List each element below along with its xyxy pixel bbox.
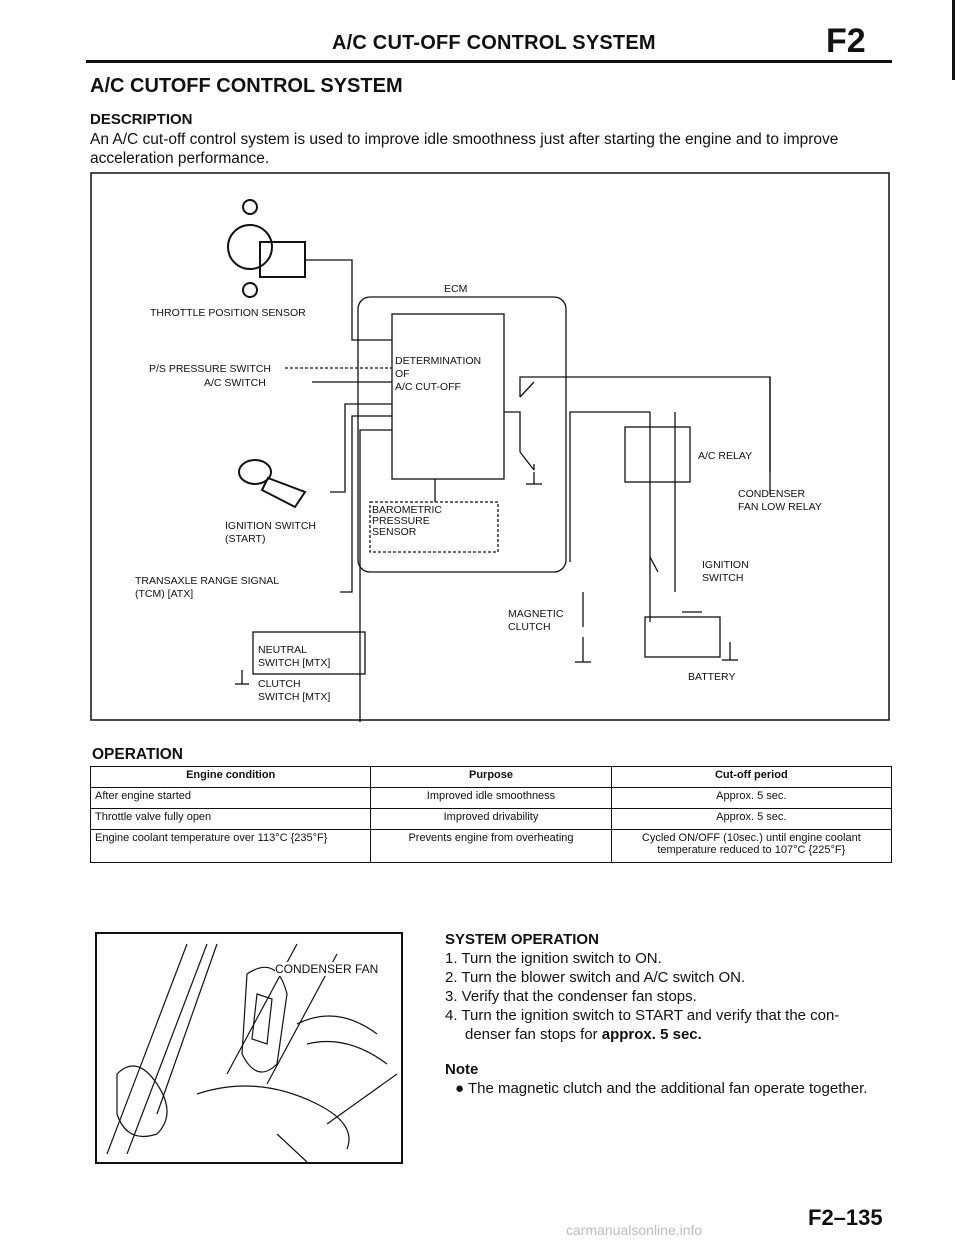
wiring-diagram: THROTTLE POSITION SENSOR ECM P/S PRESSUR… bbox=[90, 172, 890, 722]
label-condenser-1: CONDENSER bbox=[738, 488, 806, 500]
label-magnetic-2: CLUTCH bbox=[508, 621, 551, 633]
label-ignsw-1: IGNITION bbox=[702, 559, 749, 571]
section-code: F2 bbox=[826, 22, 866, 60]
table-cell: After engine started bbox=[89, 787, 372, 809]
neutral-switch-box bbox=[252, 631, 366, 675]
step4-text: denser fan stops for bbox=[465, 1026, 602, 1043]
column-header: Engine condition bbox=[89, 766, 372, 788]
label-ecm: ECM bbox=[444, 283, 467, 295]
table-cell: Approx. 5 sec. bbox=[610, 787, 893, 809]
label-baro-3: SENSOR bbox=[372, 526, 417, 538]
table-row: Engine coolant temperature over 113°C {2… bbox=[89, 829, 893, 863]
list-item: 4. Turn the ignition switch to START and… bbox=[445, 1006, 895, 1044]
label-battery: BATTERY bbox=[688, 671, 735, 683]
label-condenser-2: FAN LOW RELAY bbox=[738, 501, 822, 513]
note-heading: Note bbox=[445, 1061, 479, 1078]
label-determination-2: OF bbox=[395, 368, 410, 380]
table-row: After engine started Improved idle smoot… bbox=[89, 787, 893, 809]
condenser-fan-label: CONDENSER FAN bbox=[275, 962, 379, 976]
label-ignition-start-1: IGNITION SWITCH bbox=[225, 520, 316, 532]
step4-line2: denser fan stops for approx. 5 sec. bbox=[445, 1025, 895, 1044]
page-header-title: A/C CUT-OFF CONTROL SYSTEM bbox=[332, 32, 656, 54]
label-baro-1: BAROMETRIC bbox=[372, 504, 442, 516]
label-neutral-2: SWITCH [MTX] bbox=[258, 657, 330, 669]
label-ps-switch: P/S PRESSURE SWITCH bbox=[149, 363, 271, 375]
label-determination-3: A/C CUT-OFF bbox=[395, 381, 461, 393]
table-cell: Prevents engine from overheating bbox=[370, 829, 612, 863]
list-item: 2. Turn the blower switch and A/C switch… bbox=[445, 969, 746, 986]
step4-line1: 4. Turn the ignition switch to START and… bbox=[445, 1007, 840, 1024]
column-header: Purpose bbox=[370, 766, 612, 788]
engine-bay-photo bbox=[95, 932, 403, 1164]
watermark: carmanualsonline.info bbox=[566, 1222, 703, 1238]
label-ignsw-2: SWITCH bbox=[702, 572, 743, 584]
system-operation: SYSTEM OPERATION 1. Turn the ignition sw… bbox=[445, 930, 895, 1098]
page-number: F2–135 bbox=[808, 1205, 883, 1230]
determination-box bbox=[391, 313, 505, 480]
label-baro-2: PRESSURE bbox=[372, 515, 430, 527]
engine-bay-sketch bbox=[106, 943, 398, 1163]
description-heading: DESCRIPTION bbox=[90, 111, 193, 128]
step4-bold: approx. 5 sec. bbox=[601, 1026, 702, 1043]
operation-table: Engine condition Purpose Cut-off period … bbox=[89, 766, 893, 863]
ac-relay-box bbox=[624, 426, 691, 483]
page-edge-mark bbox=[952, 0, 955, 80]
column-header: Cut-off period bbox=[610, 766, 893, 788]
table-cell: Improved idle smoothness bbox=[370, 787, 612, 809]
list-item: 3. Verify that the condenser fan stops. bbox=[445, 988, 697, 1005]
throttle-position-sensor-icon bbox=[227, 199, 306, 298]
label-clutch-2: SWITCH [MTX] bbox=[258, 691, 330, 703]
label-determination-1: DETERMINATION bbox=[395, 355, 481, 367]
table-cell: Throttle valve fully open bbox=[89, 808, 372, 830]
battery-box bbox=[644, 616, 721, 658]
label-ac-relay: A/C RELAY bbox=[698, 450, 752, 462]
label-transaxle-1: TRANSAXLE RANGE SIGNAL bbox=[135, 575, 279, 587]
operation-heading: OPERATION bbox=[92, 746, 183, 763]
table-cell: Cycled ON/OFF (10sec.) until engine cool… bbox=[610, 829, 893, 863]
barometric-box bbox=[369, 501, 499, 553]
label-clutch-1: CLUTCH bbox=[258, 678, 301, 690]
system-operation-heading: SYSTEM OPERATION bbox=[445, 931, 599, 948]
table-cell: Approx. 5 sec. bbox=[610, 808, 893, 830]
ignition-switch-icon bbox=[238, 459, 307, 509]
label-neutral-1: NEUTRAL bbox=[258, 644, 307, 656]
table-cell: Engine coolant temperature over 113°C {2… bbox=[89, 829, 372, 863]
table-cell: Improved drivability bbox=[370, 808, 612, 830]
header-rule bbox=[86, 60, 892, 63]
label-ignition-start-2: (START) bbox=[225, 533, 265, 545]
section-title: A/C CUTOFF CONTROL SYSTEM bbox=[90, 75, 403, 97]
ecm-box bbox=[357, 296, 567, 573]
label-ac-switch: A/C SWITCH bbox=[204, 377, 266, 389]
table-row: Throttle valve fully open Improved driva… bbox=[89, 808, 893, 830]
label-tps: THROTTLE POSITION SENSOR bbox=[150, 307, 306, 319]
note-text: ● The magnetic clutch and the additional… bbox=[455, 1080, 868, 1097]
label-transaxle-2: (TCM) [ATX] bbox=[135, 588, 193, 600]
list-item: 1. Turn the ignition switch to ON. bbox=[445, 950, 662, 967]
label-magnetic-1: MAGNETIC bbox=[508, 608, 564, 620]
table-header-row: Engine condition Purpose Cut-off period bbox=[89, 766, 893, 788]
description-text: An A/C cut-off control system is used to… bbox=[90, 131, 839, 167]
